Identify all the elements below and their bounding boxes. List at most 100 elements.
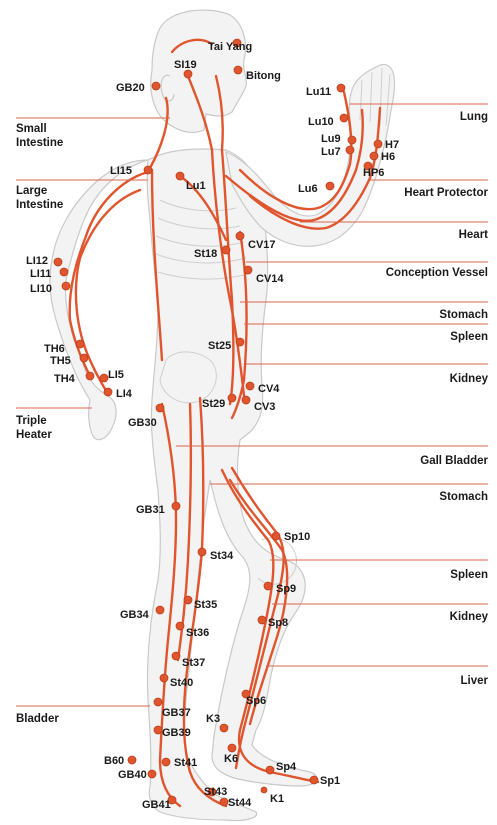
- point-marker: [340, 114, 348, 122]
- point-marker: [326, 182, 334, 190]
- point-marker: [176, 622, 184, 630]
- point-label-st36: St36: [186, 627, 209, 639]
- point-marker: [176, 172, 184, 180]
- point-marker: [337, 84, 345, 92]
- point-marker: [222, 246, 230, 254]
- head: [151, 10, 247, 132]
- point-marker: [80, 354, 88, 362]
- point-label-st40: St40: [170, 677, 193, 689]
- meridian-labels-right: Lung Heart Protector Heart Conception Ve…: [386, 111, 489, 687]
- meridian-label-bladder: Bladder: [16, 713, 59, 725]
- point-marker: [76, 340, 84, 348]
- point-marker: [242, 396, 250, 404]
- point-label-k6: K6: [224, 753, 238, 765]
- point-marker: [160, 674, 168, 682]
- point-marker: [156, 606, 164, 614]
- point-label-lu10: Lu10: [308, 116, 334, 128]
- meridian-label-heart-protector: Heart Protector: [404, 187, 488, 199]
- point-label-st44: St44: [228, 797, 252, 809]
- point-label-th6: TH6: [44, 343, 65, 355]
- point-label-sp9: Sp9: [276, 583, 296, 595]
- meridian-label-gall-bladder: Gall Bladder: [420, 455, 488, 467]
- meridian-label-small-intestine: Small Intestine: [16, 123, 63, 149]
- meridian-label-large-intestine: Large Intestine: [16, 185, 63, 211]
- point-label-h6: H6: [381, 151, 395, 163]
- point-marker: [154, 698, 162, 706]
- left-arm: [50, 160, 148, 440]
- point-label-st18: St18: [194, 248, 217, 260]
- point-label-k3: K3: [206, 713, 220, 725]
- point-label-st29: St29: [202, 398, 225, 410]
- point-marker: [172, 652, 180, 660]
- point-marker: [104, 388, 112, 396]
- meridian-label-spleen-lower: Spleen: [450, 569, 488, 581]
- point-label-st37: St37: [182, 657, 205, 669]
- point-marker: [234, 66, 242, 74]
- point-marker: [220, 724, 228, 732]
- point-label-gb34: GB34: [120, 609, 150, 621]
- meridian-label-spleen-upper: Spleen: [450, 331, 488, 343]
- meridian-label-stomach-lower: Stomach: [439, 491, 488, 503]
- point-marker: [236, 338, 244, 346]
- point-label-li11: LI11: [30, 268, 51, 280]
- point-label-k1: K1: [270, 793, 284, 805]
- point-marker: [184, 70, 192, 78]
- point-marker: [62, 282, 70, 290]
- point-label-gb20: GB20: [116, 82, 145, 94]
- point-label-lu9: Lu9: [321, 133, 341, 145]
- meridian-label-kidney-lower: Kidney: [450, 611, 489, 623]
- point-marker: [310, 776, 318, 784]
- point-marker: [128, 756, 136, 764]
- point-label-hp6: HP6: [363, 167, 384, 179]
- point-marker: [54, 258, 62, 266]
- point-label-st35: St35: [194, 599, 217, 611]
- point-marker: [264, 582, 272, 590]
- label-line: Intestine: [16, 199, 63, 211]
- point-marker: [172, 502, 180, 510]
- point-marker: [228, 394, 236, 402]
- point-label-tai-yang: Tai Yang: [208, 41, 252, 53]
- point-label-lu7: Lu7: [321, 146, 341, 158]
- point-marker: [184, 596, 192, 604]
- point-label-th4: TH4: [54, 373, 76, 385]
- point-label-gb30: GB30: [128, 417, 157, 429]
- point-label-li5: LI5: [108, 369, 124, 381]
- point-marker: [152, 82, 160, 90]
- point-marker: [198, 548, 206, 556]
- point-label-sp4: Sp4: [276, 761, 297, 773]
- point-label-th5: TH5: [50, 355, 71, 367]
- point-marker: [228, 744, 236, 752]
- point-marker: [261, 787, 267, 793]
- meridian-label-triple-heater: Triple Heater: [16, 415, 52, 441]
- point-marker: [374, 140, 382, 148]
- meridian-label-conception-vessel: Conception Vessel: [386, 267, 488, 279]
- point-label-sp10: Sp10: [284, 531, 310, 543]
- label-line: Heater: [16, 429, 52, 441]
- point-label-st43: St43: [204, 786, 227, 798]
- point-marker: [148, 770, 156, 778]
- point-label-cv3: CV3: [254, 401, 275, 413]
- point-marker: [220, 798, 228, 806]
- point-marker: [370, 152, 378, 160]
- point-label-lu11: Lu11: [306, 86, 331, 98]
- point-label-st41: St41: [174, 757, 197, 769]
- point-label-sp1: Sp1: [320, 775, 340, 787]
- point-marker: [86, 372, 94, 380]
- meridian-label-lung: Lung: [460, 111, 488, 123]
- point-label-b60: B60: [104, 755, 124, 767]
- point-marker: [346, 146, 354, 154]
- point-label-li12: LI12: [26, 255, 48, 267]
- meridian-label-kidney-upper: Kidney: [450, 373, 489, 385]
- point-label-li4: LI4: [116, 388, 133, 400]
- point-label-cv17: CV17: [248, 239, 276, 251]
- point-label-lu1: Lu1: [186, 180, 206, 192]
- point-marker: [272, 532, 280, 540]
- point-marker: [348, 136, 356, 144]
- point-label-st25: St25: [208, 340, 231, 352]
- point-marker: [266, 766, 274, 774]
- point-label-gb31: GB31: [136, 504, 165, 516]
- point-marker: [60, 268, 68, 276]
- point-label-h7: H7: [385, 139, 399, 151]
- point-label-cv14: CV14: [256, 273, 284, 285]
